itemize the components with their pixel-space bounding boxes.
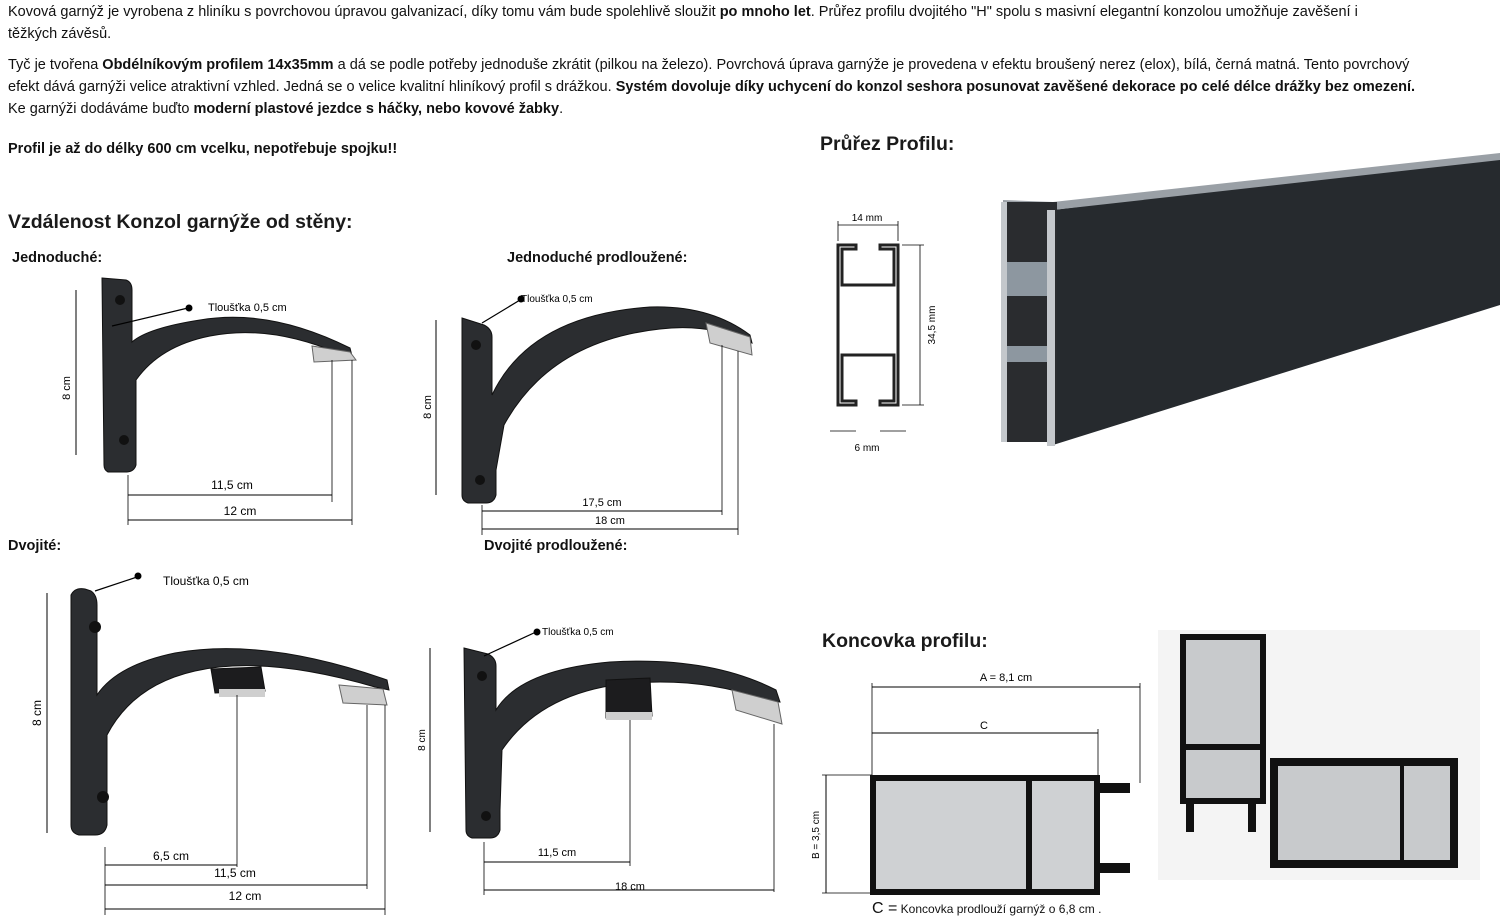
end-cap-crystal-panel [1404, 766, 1450, 860]
screw-hole [471, 340, 481, 350]
slider-base [219, 689, 265, 697]
end-cap-peg [1100, 863, 1130, 873]
screw-hole [481, 811, 491, 821]
pointer-dot [517, 295, 525, 303]
slider-block [338, 684, 388, 706]
depth-label-0: 6,5 cm [153, 849, 189, 863]
pointer-dot [185, 304, 193, 312]
height-label: 8 cm [30, 700, 44, 726]
pointer-dot [533, 628, 541, 636]
thickness-label: Tloušťka 0,5 cm [542, 627, 614, 638]
pointer-dot [134, 572, 142, 580]
end-cap-peg [1248, 804, 1256, 832]
profile-edge-highlight [1001, 202, 1007, 442]
slider-block [705, 322, 753, 356]
label-double: Dvojité: [8, 538, 62, 554]
label-single: Jednoduché: [12, 250, 103, 266]
end-cap-c-label: C [980, 720, 988, 732]
heading-bracket-distance: Vzdálenost Konzol garnýže od stěny: [8, 211, 353, 233]
screw-hole [119, 435, 129, 445]
end-cap-crystal-panel [1186, 640, 1260, 744]
end-cap-note: C = Koncovka prodlouží garnýž o 6,8 cm . [872, 900, 1102, 917]
slider-base [606, 712, 652, 720]
end-cap-crystal-panel [1278, 766, 1400, 860]
end-cap-peg [1186, 804, 1194, 832]
profile-top-edge [1003, 153, 1500, 210]
thickness-pointer [94, 576, 138, 592]
bracket-single-shape [101, 277, 353, 473]
bracket-double-extended-figure: 8 cm Tloušťka 0,5 cm 11,5 cm 18 cm [417, 627, 783, 895]
depth-label-1: 11,5 cm [538, 847, 576, 859]
thickness-pointer [483, 631, 537, 657]
profile-outline [836, 243, 900, 407]
depth-label-1: 11,5 cm [214, 866, 256, 880]
depth-label-2: 18 cm [615, 881, 645, 893]
slot-width-label: 6 mm [855, 443, 880, 454]
heading-end-cap: Koncovka profilu: [822, 630, 988, 652]
slider-block [731, 689, 783, 725]
profile-edge-highlight [1047, 210, 1055, 446]
depth-label-2: 18 cm [595, 515, 625, 527]
bracket-single-figure: 8 cm Tloušťka 0,5 cm 11,5 cm 12 cm [61, 277, 357, 525]
height-label: 8 cm [61, 376, 73, 400]
bracket-single-extended-figure: 8 cm Tloušťka 0,5 cm 17,5 cm 18 cm [422, 294, 753, 535]
thickness-pointer [481, 299, 521, 324]
end-cap-a-label: A = 8,1 cm [980, 672, 1032, 684]
depth-label-2: 12 cm [229, 889, 262, 903]
intro-paragraph-2: Tyč je tvořena Obdélníkovým profilem 14x… [8, 57, 1416, 117]
screw-hole [477, 671, 487, 681]
end-cap-photo [1158, 630, 1480, 880]
bracket-double-shape [70, 588, 390, 836]
profile-face [1053, 155, 1500, 445]
end-cap-crystal-panel [1032, 781, 1094, 889]
height-label: 8 cm [422, 395, 434, 419]
depth-label-2: 12 cm [224, 504, 257, 518]
profile-cross-section-drawing: 14 mm 34,5 mm 6 mm [830, 213, 938, 454]
screw-hole [115, 295, 125, 305]
bracket-double-extended-shape [463, 647, 781, 839]
profile-height-label: 34,5 mm [927, 306, 938, 345]
depth-label-1: 17,5 cm [582, 497, 621, 509]
intro-paragraph-1: Kovová garnýž je vyrobena z hliníku s po… [8, 4, 1358, 42]
bracket-double-figure: 8 cm Tloušťka 0,5 cm 6,5 cm 11,5 cm 12 c… [30, 572, 390, 915]
thickness-label: Tloušťka 0,5 cm [208, 302, 287, 314]
end-cap-drawing: A = 8,1 cm C B = 3,5 cm [811, 672, 1141, 895]
intro-paragraph-3: Profil je až do délky 600 cm vcelku, nep… [8, 141, 398, 157]
heading-cross-section: Průřez Profilu: [820, 133, 955, 155]
end-cap-peg [1100, 783, 1130, 793]
thickness-pointer [111, 307, 189, 327]
profile-width-label: 14 mm [852, 213, 883, 224]
profile-3d-render [1001, 153, 1500, 446]
depth-label-1: 11,5 cm [211, 478, 253, 492]
screw-hole [475, 475, 485, 485]
label-double-extended: Dvojité prodloužené: [484, 538, 628, 554]
thickness-label: Tloušťka 0,5 cm [163, 574, 249, 588]
label-single-extended: Jednoduché prodloužené: [507, 250, 688, 266]
screw-hole [89, 621, 101, 633]
height-label: 8 cm [417, 729, 428, 751]
slider-block [311, 345, 357, 363]
end-cap-b-label: B = 3,5 cm [811, 811, 822, 859]
profile-inner-channel [1007, 262, 1053, 296]
profile-inner-channel [1007, 346, 1053, 362]
thickness-label: Tloušťka 0,5 cm [521, 294, 593, 305]
end-cap-crystal-panel [1186, 750, 1260, 798]
end-cap-crystal-panel [876, 781, 1026, 889]
screw-hole [97, 791, 109, 803]
